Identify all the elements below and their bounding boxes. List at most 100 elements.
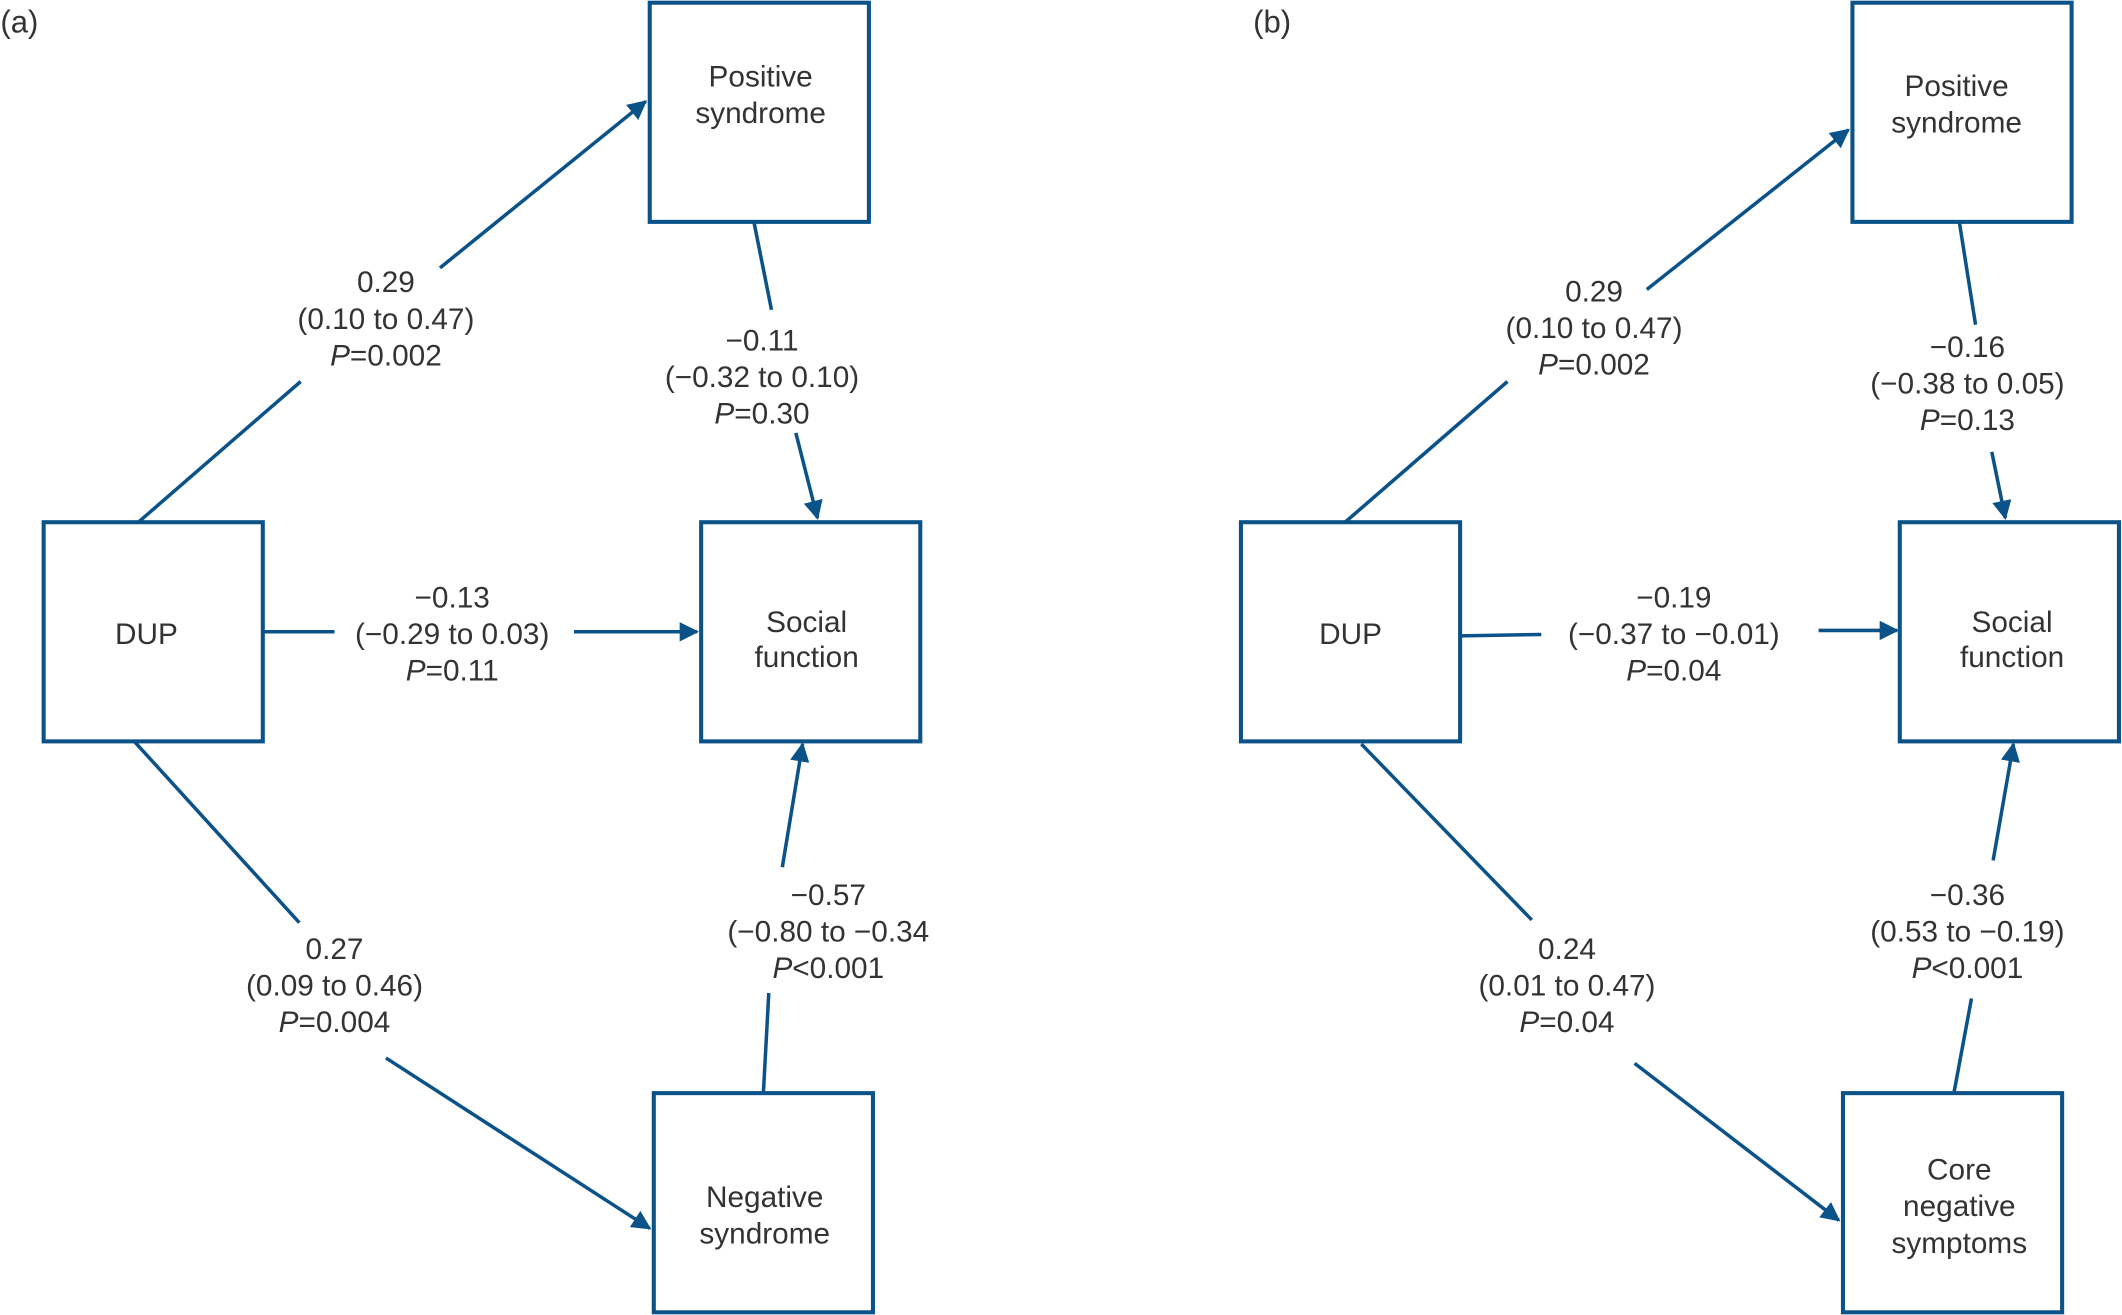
p-symbol: P <box>772 952 792 985</box>
confidence-interval: (−0.29 to 0.03) <box>355 618 549 651</box>
edge-dup-to-social: −0.19 (−0.37 to −0.01)P=0.04 <box>1460 581 1900 687</box>
p-value: P<0.001 <box>772 952 884 985</box>
edge-line <box>1360 742 1534 922</box>
p-value-number: =0.30 <box>734 397 809 430</box>
edge-positive-to-social: −0.16(−0.38 to 0.05)P=0.13 <box>1870 221 2065 521</box>
p-symbol: P <box>1626 654 1646 687</box>
node-label: DUP <box>1319 618 1382 651</box>
node-box <box>651 1091 875 1315</box>
node-box <box>1897 520 2121 744</box>
p-symbol: P <box>279 1006 299 1039</box>
node-box <box>1840 1091 2065 1315</box>
node-label: Social <box>766 606 847 639</box>
edge-line <box>752 221 774 311</box>
edge-dup-to-positive: 0.29(0.10 to 0.47) P=0.002 <box>1343 128 1850 524</box>
path-coefficient: 0.24 <box>1538 933 1596 966</box>
node-label: Positive <box>709 61 813 94</box>
edge-line <box>1460 632 1542 638</box>
node-label: Social <box>1972 606 2053 639</box>
edge-dup-to-positive: 0.29 (0.10 to 0.47)P=0.002 <box>137 100 648 524</box>
edge-line <box>132 740 301 924</box>
node-label: negative <box>1903 1190 2015 1223</box>
p-value-number: =0.04 <box>1646 654 1721 687</box>
edge-arrow <box>780 742 810 868</box>
confidence-interval: (−0.37 to −0.01) <box>1568 618 1780 651</box>
p-value: P=0.002 <box>1538 349 1650 382</box>
edge-dup-to-negative: 0.27 (0.09 to 0.46)P=0.004 <box>132 740 652 1230</box>
p-value: P=0.30 <box>714 397 809 430</box>
p-value-number: =0.002 <box>350 339 442 372</box>
confidence-interval: (0.01 to 0.47) <box>1478 970 1655 1003</box>
edge-line <box>1343 380 1509 524</box>
p-symbol: P <box>1920 404 1940 437</box>
confidence-interval: (0.10 to 0.47) <box>1506 312 1683 345</box>
path-coefficient: 0.29 <box>357 266 415 299</box>
p-symbol: P <box>714 397 734 430</box>
confidence-interval: (−0.32 to 0.10) <box>665 361 859 394</box>
panel-label: (a) <box>0 4 38 39</box>
edge-arrow <box>384 1056 652 1230</box>
edge-arrow <box>1990 451 2012 521</box>
node-box <box>699 520 923 744</box>
panel-label: (b) <box>1253 4 1291 39</box>
confidence-interval: (0.10 to 0.47) <box>297 303 474 336</box>
p-value: P<0.001 <box>1912 952 2024 985</box>
edge-arrow <box>1645 128 1850 291</box>
node-box <box>1850 0 2074 224</box>
path-coefficient: −0.57 <box>791 879 866 912</box>
edge-negative-to-social: −0.57(−0.80 to −0.34P<0.001 <box>727 742 929 1094</box>
edge-line <box>1952 998 1974 1094</box>
edge-arrow <box>438 100 648 270</box>
edge-dup-to-social: −0.13 (−0.29 to 0.03)P=0.11 <box>262 581 700 687</box>
edge-positive-to-social: −0.11 (−0.32 to 0.10)P=0.30 <box>665 221 859 521</box>
p-value-number: <0.001 <box>1931 952 2023 985</box>
p-value: P=0.13 <box>1920 404 2015 437</box>
p-value: P=0.11 <box>406 654 499 687</box>
node-label: Positive <box>1905 70 2009 103</box>
node-dup: DUP <box>1238 520 1463 744</box>
p-symbol: P <box>1538 349 1558 382</box>
edge-line <box>761 992 771 1094</box>
node-dup: DUP <box>41 520 265 744</box>
p-value-number: =0.13 <box>1940 404 2015 437</box>
p-value: P=0.004 <box>279 1006 391 1039</box>
node-label: function <box>755 641 859 674</box>
p-symbol: P <box>330 339 350 372</box>
node-label: Core <box>1927 1154 1991 1187</box>
path-coefficient: −0.11 <box>725 324 798 357</box>
path-coefficient: 0.29 <box>1565 276 1623 309</box>
node-box <box>1238 520 1463 744</box>
node-label: syndrome <box>695 97 826 130</box>
p-value: P=0.04 <box>1519 1006 1614 1039</box>
edge-negative-to-social: −0.36 (0.53 to −0.19)P<0.001 <box>1870 742 2065 1094</box>
node-label: DUP <box>115 618 178 651</box>
confidence-interval: (0.09 to 0.46) <box>246 970 423 1003</box>
node-box <box>647 0 871 224</box>
edge-arrow <box>794 432 823 521</box>
p-value-number: =0.004 <box>299 1006 391 1039</box>
path-coefficient: −0.13 <box>415 581 490 614</box>
edge-arrow <box>1991 742 2020 861</box>
p-value-number: <0.001 <box>792 952 884 985</box>
node-label: symptoms <box>1892 1227 2028 1260</box>
confidence-interval: (0.53 to −0.19) <box>1870 916 2064 949</box>
node-label: function <box>1960 641 2064 674</box>
p-symbol: P <box>1519 1006 1539 1039</box>
p-value-number: =0.04 <box>1539 1006 1614 1039</box>
path-coefficient: 0.27 <box>306 933 364 966</box>
node-label: Negative <box>706 1181 823 1214</box>
edge-arrow <box>1633 1061 1841 1222</box>
node-label: syndrome <box>699 1217 830 1250</box>
node-box <box>41 520 265 744</box>
path-coefficient: −0.36 <box>1930 879 2005 912</box>
path-coefficient: −0.19 <box>1636 581 1711 614</box>
p-value: P=0.002 <box>330 339 442 372</box>
